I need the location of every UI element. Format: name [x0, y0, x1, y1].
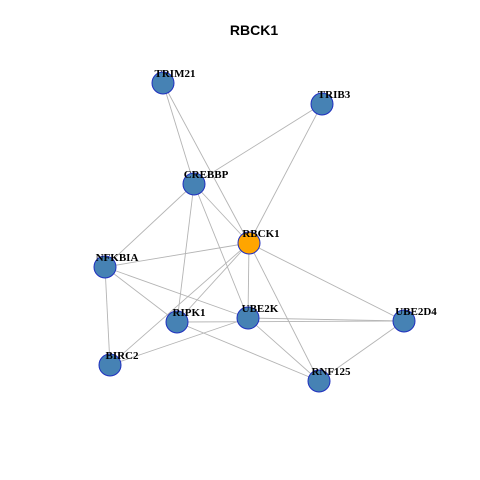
- node-label-ube2k: UBE2K: [242, 303, 279, 315]
- edge-trim21-crebbp: [162, 82, 195, 185]
- node-label-crebbp: CREBBP: [184, 169, 229, 181]
- edges-layer: [104, 82, 405, 382]
- node-crebbp: [182, 172, 206, 196]
- node-trib3: [310, 92, 334, 116]
- nodes-layer: [93, 71, 416, 393]
- node-label-ube2d4: UBE2D4: [395, 306, 437, 318]
- edge-ripk1-rnf125: [176, 321, 320, 382]
- node-ripk1: [165, 310, 189, 334]
- node-label-trib3: TRIB3: [318, 89, 351, 101]
- edge-crebbp-rbck1: [193, 183, 250, 244]
- node-ube2d4: [392, 309, 416, 333]
- edge-rbck1-ube2k: [247, 242, 250, 319]
- edge-trib3-crebbp: [193, 103, 323, 185]
- edge-crebbp-ripk1: [176, 183, 195, 323]
- edge-ube2k-birc2: [109, 317, 249, 366]
- edge-rbck1-birc2: [109, 242, 250, 366]
- edge-ube2k-rnf125: [247, 317, 320, 382]
- node-rbck1: [237, 231, 261, 255]
- edge-trim21-rbck1: [162, 82, 250, 244]
- node-trim21: [151, 71, 175, 95]
- edge-rbck1-rnf125: [248, 242, 320, 382]
- node-nfkbia: [93, 255, 117, 279]
- node-birc2: [98, 353, 122, 377]
- graph-title: RBCK1: [230, 22, 278, 38]
- edge-rbck1-nfkbia: [104, 242, 250, 268]
- edge-nfkbia-ube2k: [104, 266, 249, 319]
- node-label-rnf125: RNF125: [311, 366, 351, 378]
- edge-crebbp-nfkbia: [104, 183, 195, 268]
- edge-ube2d4-rnf125: [318, 320, 405, 382]
- edge-rbck1-ripk1: [176, 242, 250, 323]
- edge-crebbp-ube2k: [193, 183, 249, 319]
- edge-ube2k-ube2d4: [247, 317, 405, 322]
- edge-nfkbia-birc2: [104, 266, 111, 366]
- edge-trib3-rbck1: [248, 103, 323, 244]
- node-label-rbck1: RBCK1: [242, 228, 279, 240]
- node-rnf125: [307, 369, 331, 393]
- edge-nfkbia-ripk1: [104, 266, 178, 323]
- edge-rbck1-ube2d4: [248, 242, 405, 322]
- edge-ripk1-ube2d4: [176, 320, 405, 323]
- node-label-trim21: TRIM21: [155, 68, 196, 80]
- node-label-ripk1: RIPK1: [173, 307, 206, 319]
- node-label-nfkbia: NFKBIA: [96, 252, 139, 264]
- node-ube2k: [236, 306, 260, 330]
- node-label-birc2: BIRC2: [105, 350, 139, 362]
